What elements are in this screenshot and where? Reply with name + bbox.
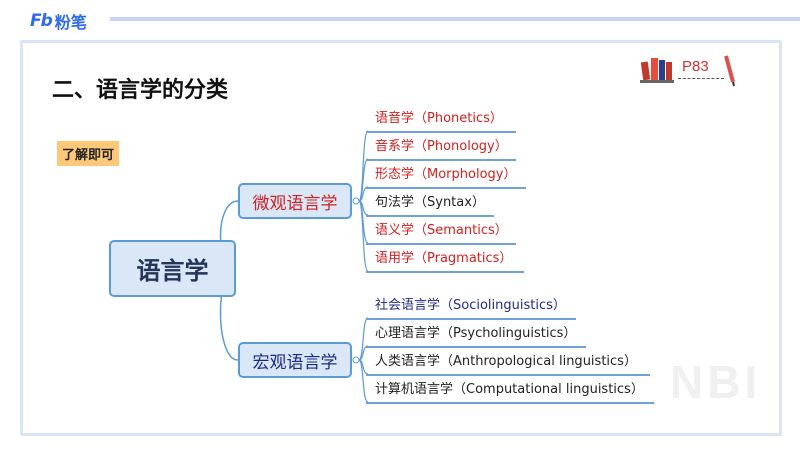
brand-mark: Fb [30,11,53,31]
leaf-psycholinguistics: 心理语言学（Psycholinguistics） [375,326,577,341]
watermark: NBI [670,356,762,408]
connector-dot-macro [352,356,360,364]
page-reference: P83 [640,52,740,92]
leaf-underline [366,159,516,161]
leaf-morphology: 形态学（Morphology） [375,167,517,182]
page-number: P83 [682,58,709,75]
leaf-underline [366,215,494,217]
root-node: 语言学 [109,240,236,297]
leaf-underline [366,271,524,273]
brand-logo: Fb 粉笔 [30,10,87,32]
leaf-computational: 计算机语言学（Computational linguistics） [375,382,644,397]
leaf-semantics: 语义学（Semantics） [375,223,508,238]
connector-macro-4 [358,359,369,403]
leaf-underline [366,131,516,133]
pencil-icon [724,55,735,87]
leaf-anthropological: 人类语言学（Anthropological linguistics） [375,354,637,369]
page-ref-underline [678,78,724,79]
leaf-underline [366,374,650,376]
leaf-underline [366,402,654,404]
page-title: 二、语言学的分类 [52,78,229,103]
header-divider [110,17,800,21]
connector-dot-micro [352,197,360,205]
leaf-phonology: 音系学（Phonology） [375,139,508,154]
branch-node-micro: 微观语言学 [238,183,352,219]
leaf-syntax: 句法学（Syntax） [375,195,485,210]
leaf-phonetics: 语音学（Phonetics） [375,111,503,126]
note-badge: 了解即可 [57,141,120,166]
connector-micro-1 [358,130,369,202]
leaf-underline [366,243,516,245]
leaf-underline [366,187,526,189]
leaf-underline [366,346,586,348]
branch-node-macro: 宏观语言学 [238,342,352,378]
leaf-sociolinguistics: 社会语言学（Sociolinguistics） [375,298,566,313]
slide-frame [20,40,782,436]
connector-micro-6 [358,200,369,272]
brand-name: 粉笔 [54,13,87,32]
books-icon [640,58,674,83]
leaf-pragmatics: 语用学（Pragmatics） [375,251,513,266]
leaf-underline [366,318,576,320]
